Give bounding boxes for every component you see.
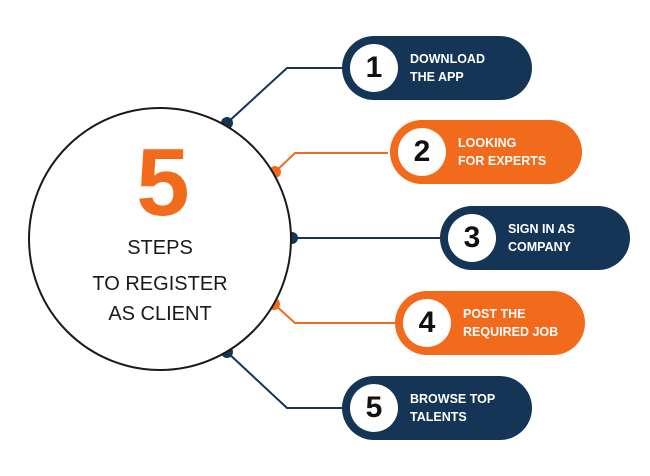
step-2-line-2: FOR EXPERTS bbox=[458, 154, 547, 168]
step-1-line-1: DOWNLOAD bbox=[410, 52, 485, 66]
step-3-pill: 3 SIGN IN AS COMPANY bbox=[440, 206, 630, 270]
step-5-pill: 5 BROWSE TOP TALENTS bbox=[342, 376, 532, 440]
step-5-line-1: BROWSE TOP bbox=[410, 392, 496, 406]
step-5-label: BROWSE TOP TALENTS bbox=[410, 376, 495, 440]
center-circle bbox=[28, 107, 292, 371]
step-3-label: SIGN IN AS COMPANY bbox=[508, 206, 575, 270]
step-5-line-2: TALENTS bbox=[410, 410, 467, 424]
step-2-line-1: LOOKING bbox=[458, 136, 517, 150]
center-big-number: 5 bbox=[136, 129, 190, 236]
step-2-number: 2 bbox=[398, 128, 446, 176]
step-4-line-1: POST THE bbox=[463, 307, 526, 321]
step-3-number: 3 bbox=[448, 214, 496, 262]
connector-step-1 bbox=[226, 67, 352, 124]
step-3-line-1: SIGN IN AS bbox=[508, 222, 575, 236]
step-4-number: 4 bbox=[403, 299, 451, 347]
step-1-line-2: THE APP bbox=[410, 70, 464, 84]
step-5-number: 5 bbox=[350, 384, 398, 432]
step-4-label: POST THE REQUIRED JOB bbox=[463, 291, 558, 355]
step-3-line-2: COMPANY bbox=[508, 240, 571, 254]
step-2-pill: 2 LOOKING FOR EXPERTS bbox=[390, 120, 582, 184]
center-line-2: AS CLIENT bbox=[108, 303, 212, 325]
step-1-pill: 1 DOWNLOAD THE APP bbox=[342, 36, 532, 100]
step-1-number: 1 bbox=[350, 44, 398, 92]
connector-step-4 bbox=[273, 303, 395, 324]
step-1-label: DOWNLOAD THE APP bbox=[410, 36, 485, 100]
step-2-label: LOOKING FOR EXPERTS bbox=[458, 120, 546, 184]
center-line-1: TO REGISTER bbox=[92, 273, 228, 295]
connector-step-5 bbox=[226, 351, 352, 409]
step-4-pill: 4 POST THE REQUIRED JOB bbox=[395, 291, 585, 355]
step-4-line-2: REQUIRED JOB bbox=[463, 325, 559, 339]
connector-step-2 bbox=[274, 152, 388, 173]
center-steps-word: STEPS bbox=[127, 237, 193, 259]
